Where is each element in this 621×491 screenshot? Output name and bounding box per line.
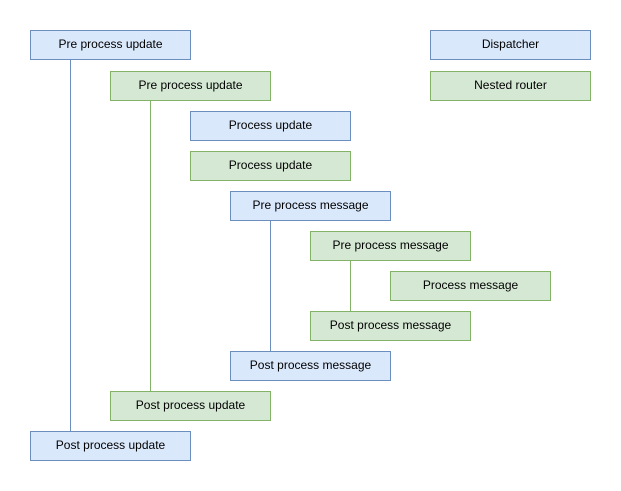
node-process-update-dispatcher-label: Process update [228, 118, 313, 133]
node-process-message-router[interactable]: Process message [390, 271, 551, 301]
node-process-update-router-label: Process update [228, 158, 313, 173]
node-process-update-router[interactable]: Process update [190, 151, 351, 181]
edge-router-update-span [150, 101, 151, 391]
node-post-process-message-dispatcher-label: Post process message [249, 358, 372, 373]
node-post-process-update-dispatcher-label: Post process update [55, 438, 166, 453]
node-pre-process-message-dispatcher-label: Pre process message [252, 198, 369, 213]
node-post-process-message-router[interactable]: Post process message [310, 311, 471, 341]
legend-nested-router-label: Nested router [474, 78, 547, 93]
node-process-message-router-label: Process message [422, 278, 519, 293]
node-post-process-update-router[interactable]: Post process update [110, 391, 271, 421]
node-process-update-dispatcher[interactable]: Process update [190, 111, 351, 141]
node-pre-process-update-router[interactable]: Pre process update [110, 71, 271, 101]
node-post-process-message-dispatcher[interactable]: Post process message [230, 351, 391, 381]
edge-dispatcher-update-span [70, 60, 71, 431]
node-post-process-update-dispatcher[interactable]: Post process update [30, 431, 191, 461]
edge-dispatcher-message-span [270, 221, 271, 351]
node-pre-process-message-router[interactable]: Pre process message [310, 231, 471, 261]
legend-nested-router[interactable]: Nested router [430, 71, 591, 101]
node-post-process-message-router-label: Post process message [329, 318, 452, 333]
node-pre-process-message-router-label: Pre process message [332, 238, 449, 253]
node-pre-process-update-dispatcher[interactable]: Pre process update [30, 30, 191, 60]
node-post-process-update-router-label: Post process update [135, 398, 246, 413]
legend-dispatcher-label: Dispatcher [481, 37, 540, 52]
edge-router-message-span [350, 261, 351, 311]
node-pre-process-update-router-label: Pre process update [138, 78, 243, 93]
legend-dispatcher[interactable]: Dispatcher [430, 30, 591, 60]
node-pre-process-message-dispatcher[interactable]: Pre process message [230, 191, 391, 221]
node-pre-process-update-dispatcher-label: Pre process update [58, 37, 163, 52]
